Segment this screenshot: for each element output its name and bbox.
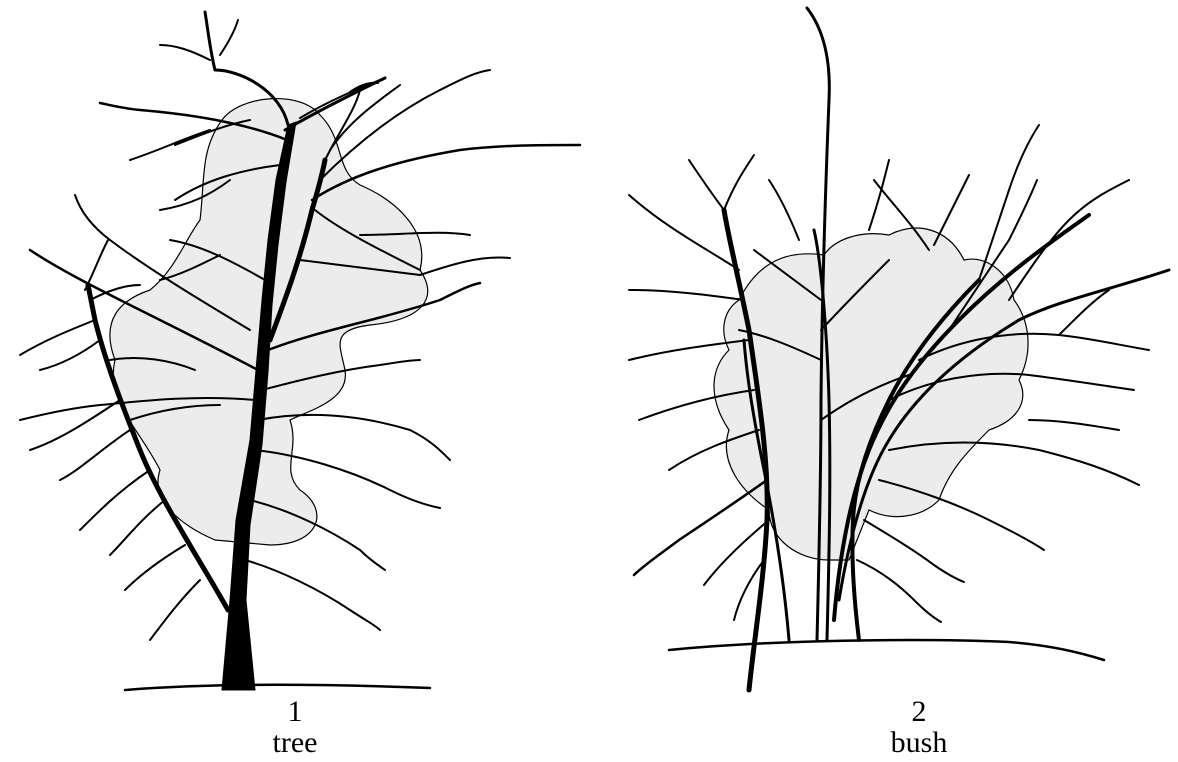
tree-illustration (0, 0, 589, 700)
figure-2-label: bush (819, 728, 1019, 758)
bush-ground-line (669, 640, 1104, 660)
tree-ground-line (125, 685, 430, 690)
figure-1-label: tree (195, 728, 395, 758)
figure-2-number: 2 (819, 697, 1019, 727)
figure-tree: 1 tree (0, 0, 589, 762)
figure-bush: 2 bush (589, 0, 1178, 762)
bush-illustration (589, 0, 1178, 700)
figure-1-number: 1 (195, 697, 395, 727)
